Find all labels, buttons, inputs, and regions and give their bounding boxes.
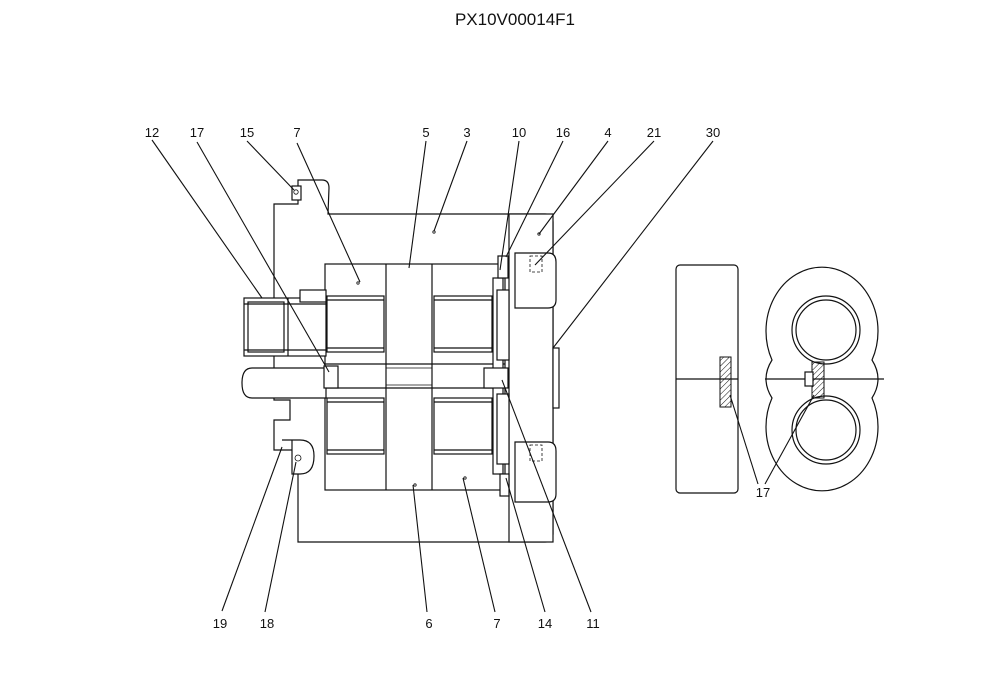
figure-eight-key — [811, 361, 825, 399]
callout-14: 14 — [538, 616, 552, 631]
callout-6: 6 — [425, 616, 432, 631]
callout-17-top: 17 — [190, 125, 204, 140]
side-block-key — [719, 356, 732, 408]
callout-21: 21 — [647, 125, 661, 140]
callout-15: 15 — [240, 125, 254, 140]
gear-upper-left — [326, 295, 385, 353]
key-11 — [483, 367, 509, 389]
callout-18: 18 — [260, 616, 274, 631]
lower-shaft — [241, 367, 327, 399]
callout-12: 12 — [145, 125, 159, 140]
callout-17-right: 17 — [756, 485, 770, 500]
pump-side-view — [241, 179, 560, 543]
callout-16: 16 — [556, 125, 570, 140]
callout-3: 3 — [463, 125, 470, 140]
callout-10: 10 — [512, 125, 526, 140]
pin-14 — [499, 473, 510, 497]
callout-7-bottom: 7 — [493, 616, 500, 631]
bore-upper — [791, 295, 861, 365]
callout-19: 19 — [213, 616, 227, 631]
callout-5: 5 — [422, 125, 429, 140]
side-block-view — [675, 264, 739, 494]
flange-bolt — [291, 185, 302, 201]
gear-lower-right — [433, 397, 493, 455]
shaft-collar — [299, 289, 327, 303]
bore-lower — [791, 395, 861, 465]
callout-11: 11 — [586, 616, 600, 631]
gear-lower-left — [326, 397, 385, 455]
callout-30: 30 — [706, 125, 720, 140]
lug-bottom — [514, 441, 557, 503]
callout-4: 4 — [604, 125, 611, 140]
gear-upper-right — [433, 295, 493, 353]
center-boss-30 — [552, 347, 560, 409]
callout-7-top: 7 — [293, 125, 300, 140]
wear-plate — [496, 289, 510, 361]
figure-eight-view — [765, 266, 884, 492]
key-17 — [323, 365, 339, 389]
dowel-21 — [529, 255, 543, 273]
drawing-id: PX10V00014F1 — [454, 10, 576, 29]
seal-16 — [497, 255, 509, 279]
fitting-18 — [282, 439, 315, 475]
lug-top — [514, 252, 557, 309]
callout-labels: 12 17 15 7 5 3 10 16 4 21 30 19 18 6 7 1… — [145, 125, 770, 631]
leader-lines — [151, 139, 815, 613]
